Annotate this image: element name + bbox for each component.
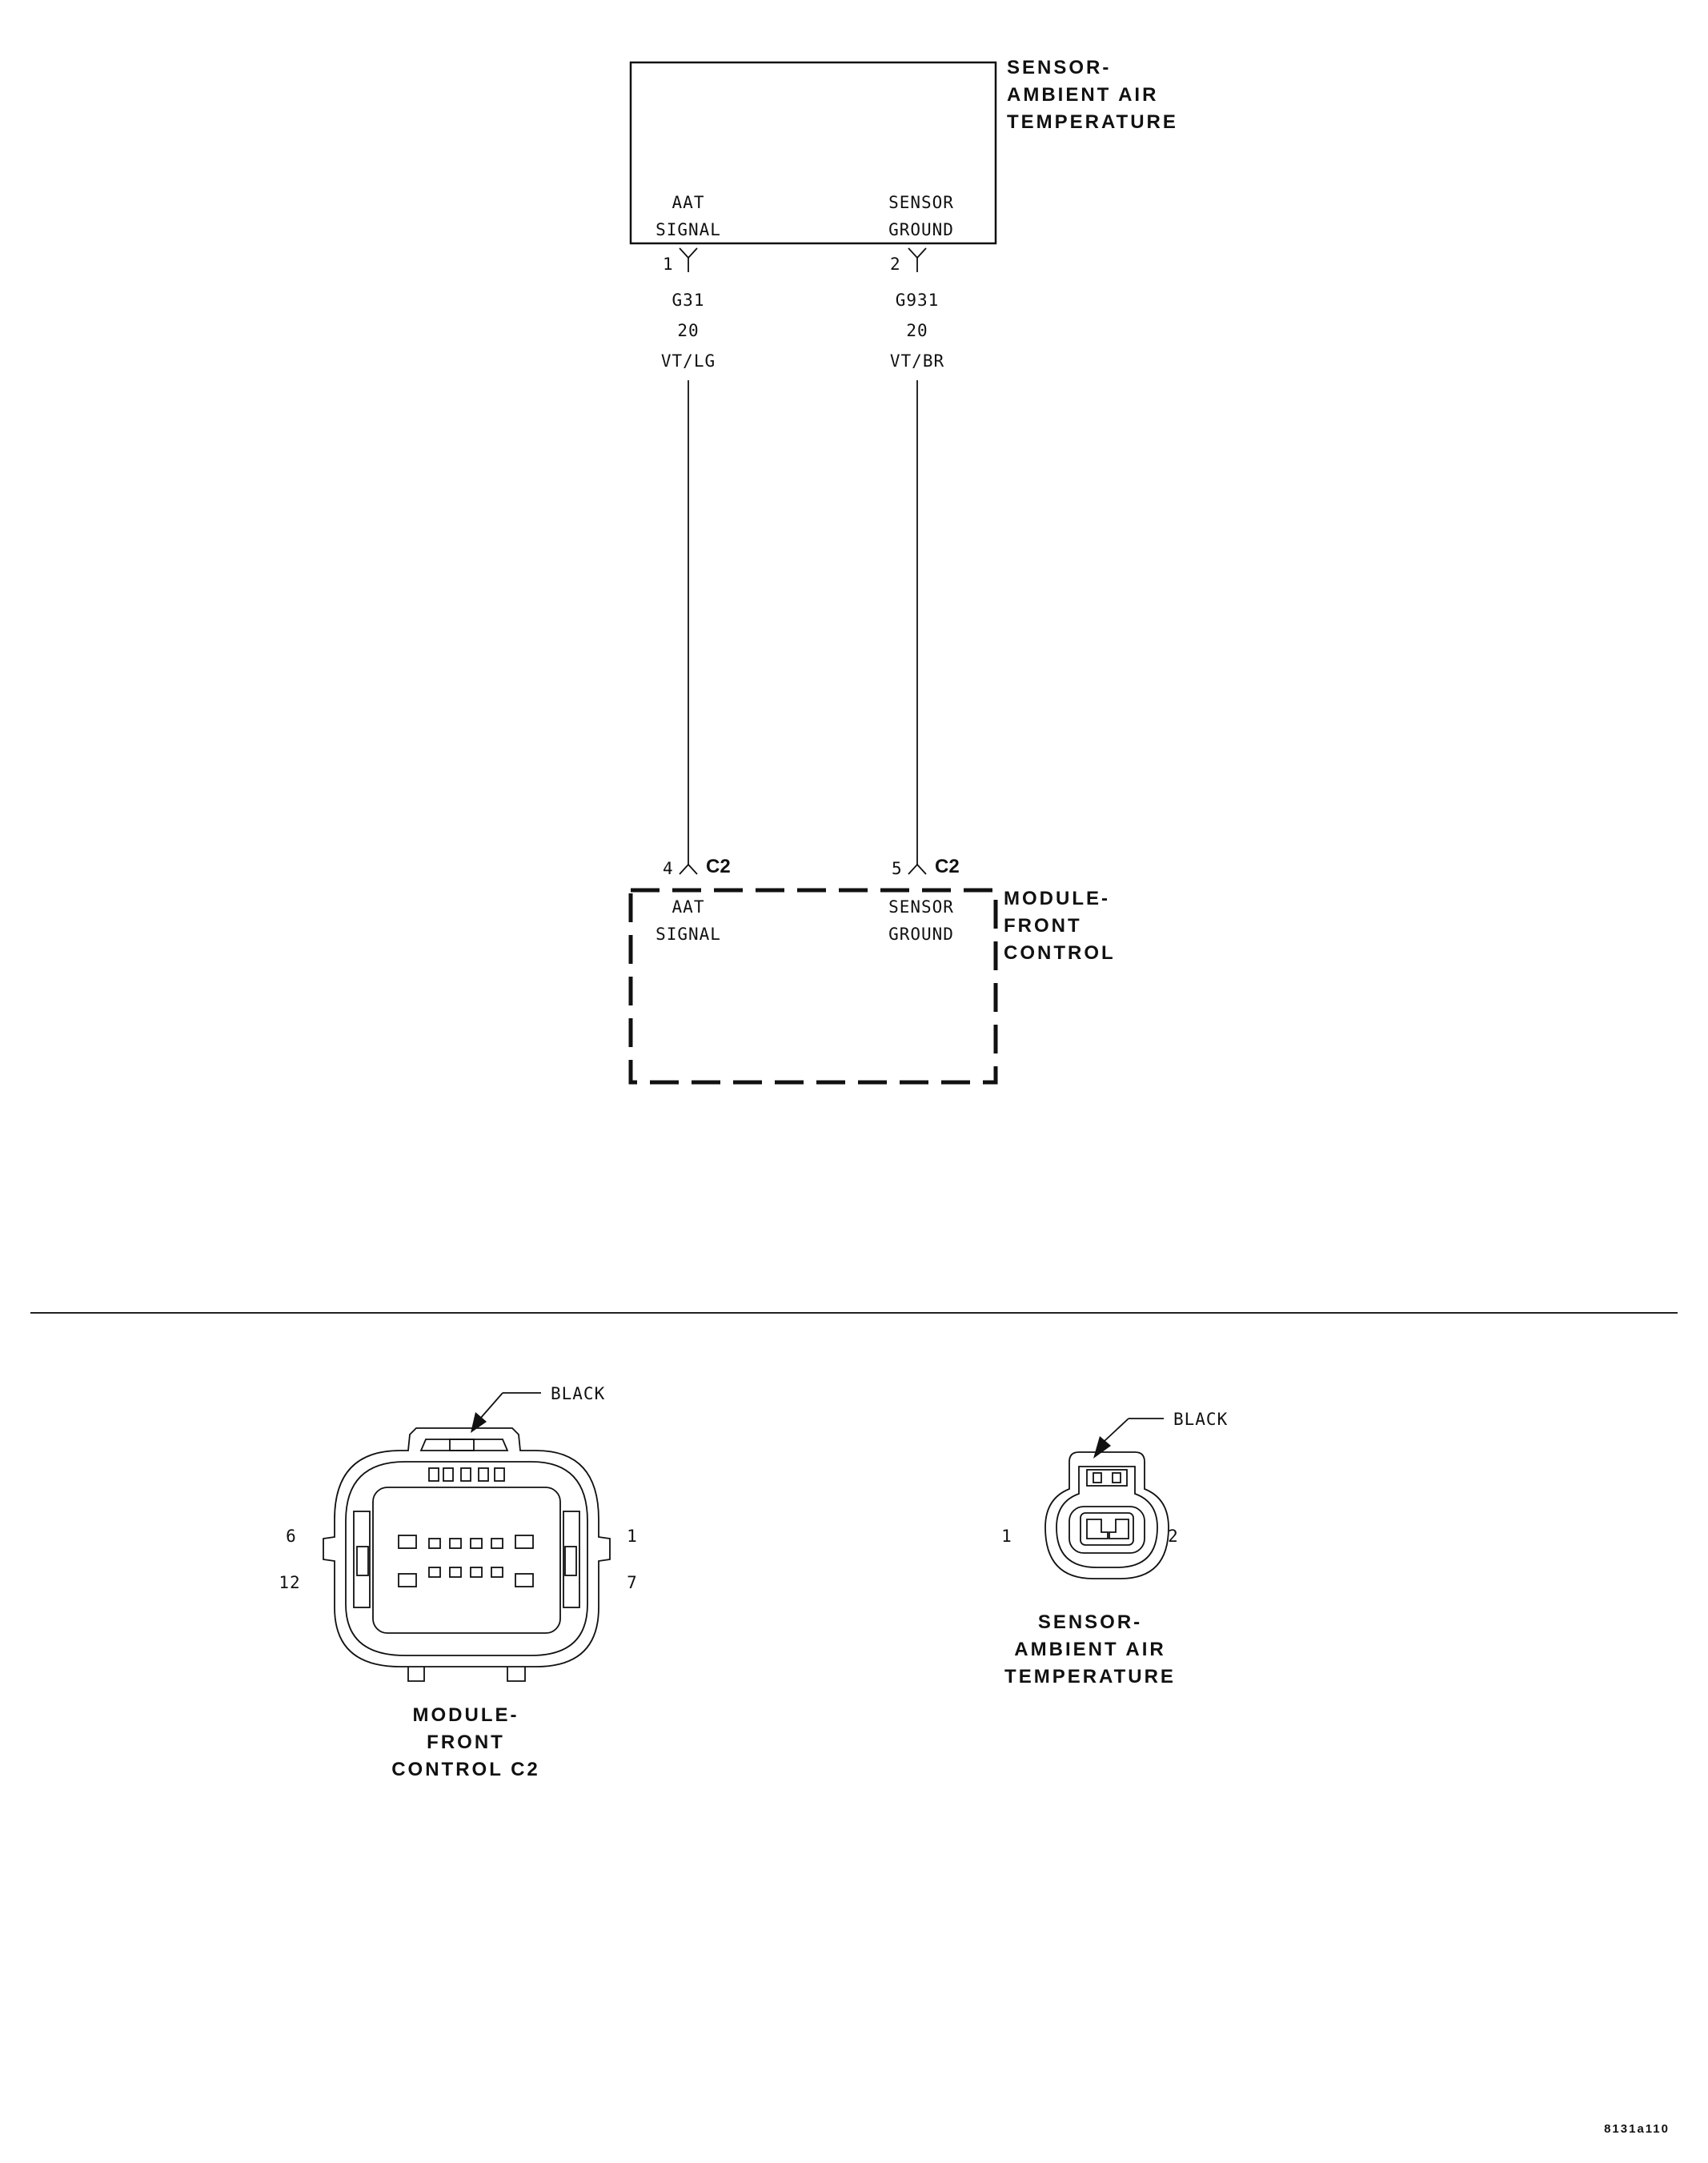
wire1-circuit: G31 [672, 291, 705, 310]
module-title-line-1: MODULE- [1004, 888, 1110, 909]
sensor-connector-pin-right: 2 [1168, 1527, 1179, 1546]
module-c2-caption-line-1: MODULE- [413, 1704, 519, 1726]
module-c2-color-label: BLACK [551, 1384, 605, 1403]
module-pin5-label-line-2: GROUND [888, 925, 954, 944]
module-c2-color-leader [471, 1392, 541, 1433]
module-pin5-connector: C2 [935, 856, 960, 877]
sensor-connector-drawing [1044, 1451, 1169, 1579]
sensor-connector-caption-line-1: SENSOR- [1038, 1611, 1142, 1633]
sensor-box [629, 61, 997, 245]
sensor-pin2-number: 2 [890, 255, 901, 274]
sensor-title-line-3: TEMPERATURE [1007, 111, 1178, 133]
sensor-pin2-terminal-icon [908, 247, 927, 272]
module-pin4-label-line-2: SIGNAL [656, 925, 721, 944]
sensor-title-line-1: SENSOR- [1007, 57, 1111, 78]
module-title-line-2: FRONT [1004, 915, 1082, 937]
module-c2-caption-line-2: FRONT [427, 1732, 505, 1753]
module-pin4-label-line-1: AAT [672, 897, 705, 917]
module-pin4-number: 4 [663, 859, 674, 878]
wire2-gauge: 20 [906, 321, 928, 340]
wire1-gauge: 20 [677, 321, 699, 340]
module-pin5-number: 5 [892, 859, 903, 878]
module-c2-pin-bottom-right: 7 [627, 1573, 638, 1592]
sensor-pin1-label-line-1: AAT [672, 193, 705, 212]
wire1-color: VT/LG [661, 351, 716, 371]
sensor-connector-pin-left: 1 [1001, 1527, 1012, 1546]
module-c2-caption-line-3: CONTROL C2 [391, 1759, 540, 1780]
module-pin5-terminal-icon [908, 864, 927, 875]
sensor-pin1-label-line-2: SIGNAL [656, 220, 721, 239]
sensor-title-line-2: AMBIENT AIR [1007, 84, 1158, 106]
sensor-connector-caption-line-2: AMBIENT AIR [1014, 1639, 1165, 1660]
sensor-pin2-label-line-2: GROUND [888, 220, 954, 239]
module-title-line-3: CONTROL [1004, 942, 1116, 964]
sensor-pin2-label-line-1: SENSOR [888, 193, 954, 212]
module-box [628, 888, 998, 1085]
sensor-connector-caption-line-3: TEMPERATURE [1004, 1666, 1176, 1687]
sensor-connector-color-leader [1093, 1418, 1164, 1459]
sensor-pin1-terminal-icon [679, 247, 698, 272]
figure-id: 8131a110 [1604, 2122, 1670, 2136]
wire2-color: VT/BR [890, 351, 944, 371]
module-c2-pin-top-left: 6 [286, 1527, 297, 1546]
module-c2-pin-top-right: 1 [627, 1527, 638, 1546]
module-pin5-label-line-1: SENSOR [888, 897, 954, 917]
module-c2-pin-bottom-left: 12 [279, 1573, 300, 1592]
sensor-connector-color-label: BLACK [1173, 1410, 1228, 1429]
module-pin4-connector: C2 [706, 856, 731, 877]
wire2-circuit: G931 [896, 291, 940, 310]
module-pin4-terminal-icon [679, 864, 698, 875]
module-c2-connector-drawing [323, 1427, 611, 1682]
sensor-pin1-number: 1 [663, 255, 674, 274]
